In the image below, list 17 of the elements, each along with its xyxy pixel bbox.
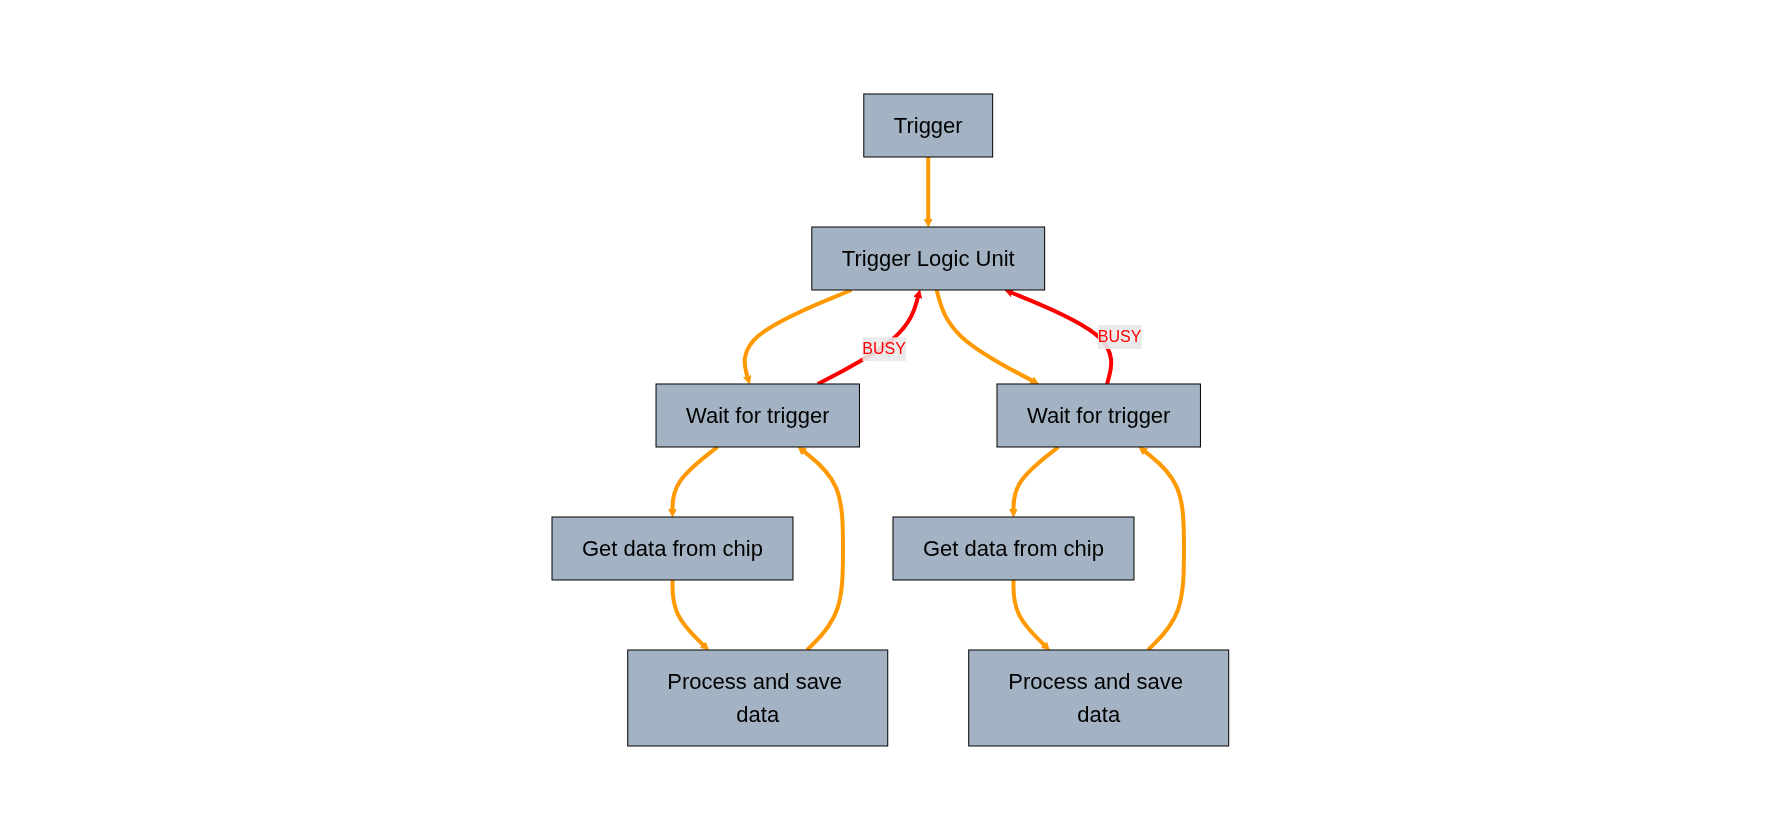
node-box: Get data from chip [551, 516, 794, 580]
node-box: Process and save data [967, 649, 1229, 746]
arrow [923, 156, 933, 227]
arrow [1011, 579, 1050, 650]
node-box: Trigger Logic Unit [810, 226, 1045, 290]
arrow [934, 289, 1039, 384]
arrow [1004, 288, 1113, 384]
edge-label: BUSY [1097, 327, 1142, 345]
node-box: Process and save data [626, 649, 888, 746]
edge-label: BUSY [861, 339, 906, 357]
arrow [1138, 446, 1186, 651]
node-box: Wait for trigger [996, 383, 1201, 447]
arrow [797, 446, 845, 651]
node-box: Wait for trigger [655, 383, 860, 447]
node-box: Get data from chip [892, 516, 1135, 580]
node-box: Trigger [862, 93, 993, 157]
arrow [670, 579, 709, 650]
